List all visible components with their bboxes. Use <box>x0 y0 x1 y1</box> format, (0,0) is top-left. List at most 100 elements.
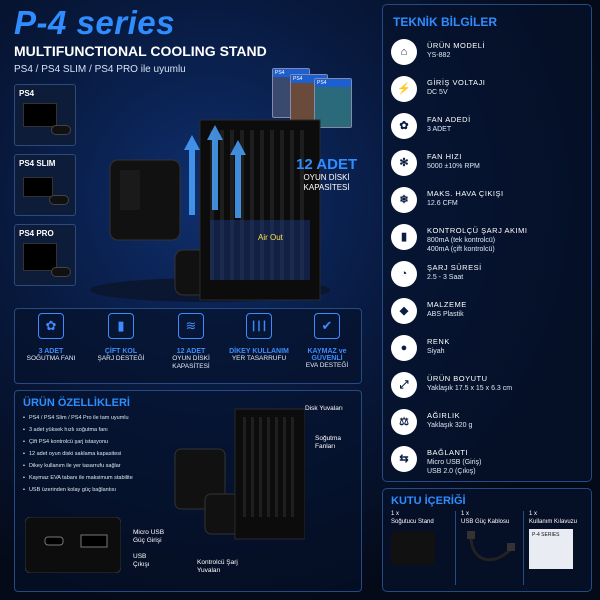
stand-thumb-image <box>391 531 435 565</box>
spec-label: ŞARJ SÜRESİ <box>427 263 482 272</box>
controller-image <box>49 195 69 205</box>
feature-bullet: Çift PS4 kontrolcü şarj istasyonu <box>23 439 108 445</box>
spec-label: GİRİŞ VOLTAJI <box>427 78 486 87</box>
spec-value: 5000 ±10% RPM <box>427 163 480 170</box>
games-line-2: KAPASİTESİ <box>303 183 350 192</box>
spec-value: Siyah <box>427 348 445 355</box>
spec-row: ❄ MAKS. HAVA ÇIKIŞI 12.6 CFM <box>391 187 587 217</box>
battery-icon: ▮ <box>108 313 134 339</box>
spec-label: BAĞLANTI <box>427 448 469 457</box>
spec-row: ✿ FAN ADEDİ 3 ADET <box>391 113 587 143</box>
fan-icon: ✿ <box>391 113 417 139</box>
panel-title: TEKNİK BİLGİLER <box>393 15 497 29</box>
spec-row: ⇆ BAĞLANTI Micro USB (Giriş) USB 2.0 (Çıkış… <box>391 446 587 476</box>
usb-cable-icon <box>467 531 515 562</box>
spec-label: MAKS. HAVA ÇIKIŞI <box>427 189 504 198</box>
spec-value: Yaklaşık 17.5 x 15 x 6.3 cm <box>427 385 513 392</box>
feature-bullet: Dikey kullanım ile yer tasarrufu sağlar <box>23 463 121 469</box>
spec-label: RENK <box>427 337 450 346</box>
controller-image <box>51 267 71 277</box>
airflow-arrows <box>184 125 246 218</box>
feature-bullet: Kaymaz EVA tabanı ile maksimum stabilite <box>23 475 133 481</box>
stand-detail-image <box>174 408 305 540</box>
cooling-stand-image <box>90 119 330 302</box>
feature-bullet: PS4 / PS4 Slim / PS4 Pro ile tam uyumlu <box>23 415 129 421</box>
charge-time-icon: ◔ <box>391 261 417 287</box>
disc-stack-icon: ≋ <box>178 313 204 339</box>
box-item-usb-cable: 1 x USB Güç Kablosu <box>461 511 525 578</box>
spec-row: ⚡ GİRİŞ VOLTAJI DC 5V <box>391 76 587 106</box>
divider <box>523 511 524 585</box>
spec-value: 800mA (tek kontrolcü) <box>427 237 496 244</box>
battery-icon: ▮ <box>391 224 417 250</box>
spec-value: Micro USB (Giriş) <box>427 459 482 466</box>
feature-row: ✿ 3 ADET SOĞUTMA FANI ▮ ÇİFT KOL ŞARJ DE… <box>14 308 362 384</box>
home-icon: ⌂ <box>391 39 417 65</box>
spec-label: KONTROLÇÜ ŞARJ AKIMI <box>427 226 528 235</box>
manual-thumb-image: P-4 SERIES <box>529 529 573 569</box>
color-drop-icon: ● <box>391 335 417 361</box>
spec-value: ABS Plastik <box>427 311 464 318</box>
spec-value: 400mA (çift kontrolcü) <box>427 246 495 253</box>
divider <box>455 511 456 585</box>
spec-value: USB 2.0 (Çıkış) <box>427 468 476 475</box>
airflow-icon: ❄ <box>391 187 417 213</box>
product-subtitle: MULTIFUNCTIONAL COOLING STAND <box>14 43 267 59</box>
console-image <box>23 177 53 197</box>
console-label: PS4 <box>19 89 35 98</box>
callout-disk-slots: Disk Yuvaları <box>305 405 343 412</box>
panel-title: ÜRÜN ÖZELLİKLERİ <box>23 397 130 409</box>
console-label: PS4 SLIM <box>19 159 56 168</box>
lightning-icon: ⚡ <box>391 76 417 102</box>
feature-bullet: 12 adet oyun diski saklama kapasitesi <box>23 451 121 457</box>
technical-specs-panel: TEKNİK BİLGİLER ⌂ ÜRÜN MODELİ YS-882 ⚡ GİRİŞ… <box>382 4 592 482</box>
feature-disc-capacity: ≋ 12 ADET OYUN DİSKİ KAPASİTESİ <box>157 313 225 371</box>
spec-label: MALZEME <box>427 300 467 309</box>
panel-title: KUTU İÇERİĞİ <box>391 495 466 507</box>
box-contents-panel: KUTU İÇERİĞİ 1 x Soğutucu Stand 1 x USB … <box>382 488 592 592</box>
spec-value: 2.5 - 3 Saat <box>427 274 464 281</box>
spec-label: ÜRÜN BOYUTU <box>427 374 488 383</box>
console-thumb-ps4-slim: PS4 SLIM <box>14 154 76 216</box>
games-line-1: OYUN DİSKİ <box>303 173 350 182</box>
console-thumb-ps4-pro: PS4 PRO <box>14 224 76 286</box>
spec-value: DC 5V <box>427 89 448 96</box>
spec-label: FAN HIZI <box>427 152 462 161</box>
box-item-stand: 1 x Soğutucu Stand <box>391 511 455 565</box>
spec-row: ● RENK Siyah <box>391 335 587 365</box>
spec-row: ◔ ŞARJ SÜRESİ 2.5 - 3 Saat <box>391 261 587 291</box>
spec-label: FAN ADEDİ <box>427 115 471 124</box>
size-icon: ⤢ <box>391 372 417 398</box>
callout-micro-usb: Micro USB Güç Girişi <box>133 529 165 544</box>
feature-bullet: 3 adet yüksek hızlı soğutma fanı <box>23 427 108 433</box>
games-count: 12 ADET <box>296 156 358 173</box>
spec-label: ÜRÜN MODELİ <box>427 41 486 50</box>
games-capacity-label: 12 ADET OYUN DİSKİ KAPASİTESİ <box>296 156 357 193</box>
ports-closeup-image <box>25 517 121 573</box>
console-thumb-ps4: PS4 <box>14 84 76 146</box>
spec-row: ⌂ ÜRÜN MODELİ YS-882 <box>391 39 587 69</box>
feature-eva-support: ✔ KAYMAZ ve GÜVENLİ EVA DESTEĞİ <box>293 313 361 370</box>
feature-bullet: USB üzerinden kolay güç bağlantısı <box>23 487 116 493</box>
product-features-panel: ÜRÜN ÖZELLİKLERİ PS4 / PS4 Slim / PS4 Pr… <box>14 390 362 592</box>
box-item-manual: 1 x Kullanım Kılavuzu P-4 SERIES <box>529 511 593 569</box>
vertical-stand-icon: ┃┃┃ <box>246 313 272 339</box>
spec-value: 12.6 CFM <box>427 200 458 207</box>
spec-value: YS-882 <box>427 52 451 59</box>
feature-fans: ✿ 3 ADET SOĞUTMA FANI <box>17 313 85 363</box>
spec-value: Yaklaşık 320 g <box>427 422 473 429</box>
fan-icon: ✿ <box>38 313 64 339</box>
spec-row: ⤢ ÜRÜN BOYUTU Yaklaşık 17.5 x 15 x 6.3 cm <box>391 372 587 402</box>
spec-row: ▮ KONTROLÇÜ ŞARJ AKIMI 800mA (tek kontrolc… <box>391 224 587 254</box>
compatibility-text: PS4 / PS4 SLIM / PS4 PRO ile uyumlu <box>14 64 186 75</box>
weight-icon: ⚖ <box>391 409 417 435</box>
console-image <box>23 243 57 271</box>
callout-usb-out: USB Çıkışı <box>133 553 150 568</box>
console-image <box>23 103 57 127</box>
usb-icon: ⇆ <box>391 446 417 472</box>
spec-value: 3 ADET <box>427 126 452 133</box>
feature-vertical-use: ┃┃┃ DİKEY KULLANIM YER TASARRUFU <box>225 313 293 363</box>
